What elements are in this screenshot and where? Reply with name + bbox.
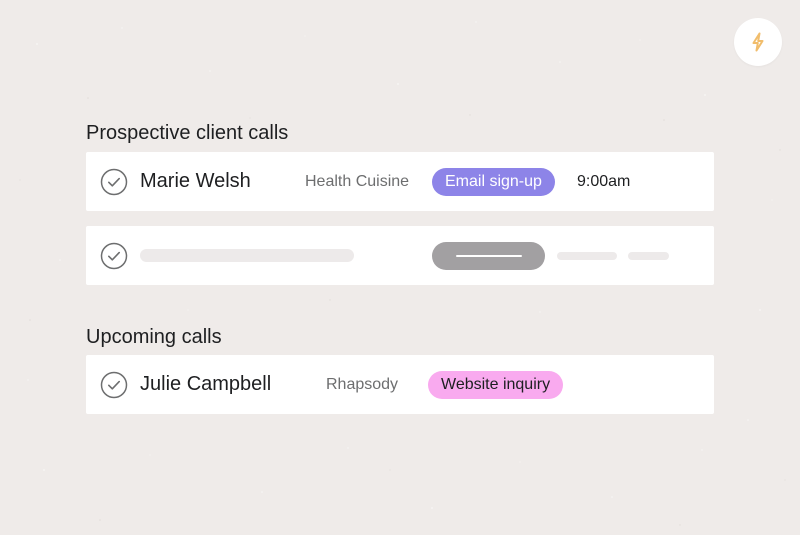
due-time[interactable]: 9:00am xyxy=(577,173,631,190)
rule-lightning-button[interactable] xyxy=(734,18,782,66)
check-circle-icon[interactable] xyxy=(100,168,128,196)
check-circle-icon[interactable] xyxy=(100,371,128,399)
check-circle-icon xyxy=(100,242,128,270)
task-name[interactable]: Marie Welsh xyxy=(140,170,251,192)
task-name[interactable]: Julie Campbell xyxy=(140,373,272,395)
placeholder-bar xyxy=(557,252,617,260)
tag-email-signup[interactable]: Email sign-up xyxy=(432,168,555,196)
section-title-prospective: Prospective client calls xyxy=(86,122,289,144)
section-title-upcoming: Upcoming calls xyxy=(86,326,222,348)
project-name[interactable]: Health Cuisine xyxy=(305,173,410,190)
placeholder-task-row xyxy=(86,226,714,285)
placeholder-tag-pill xyxy=(432,242,545,270)
placeholder-bar xyxy=(628,252,669,260)
task-row[interactable]: Julie Campbell Rhapsody Website inquiry xyxy=(86,355,714,414)
lightning-bolt-icon xyxy=(752,32,764,52)
placeholder-tag-line xyxy=(456,255,522,257)
task-row[interactable]: Marie Welsh Health Cuisine Email sign-up… xyxy=(86,152,714,211)
tag-website-inquiry[interactable]: Website inquiry xyxy=(428,371,564,399)
placeholder-name-bar xyxy=(140,249,354,262)
project-name[interactable]: Rhapsody xyxy=(326,376,399,393)
